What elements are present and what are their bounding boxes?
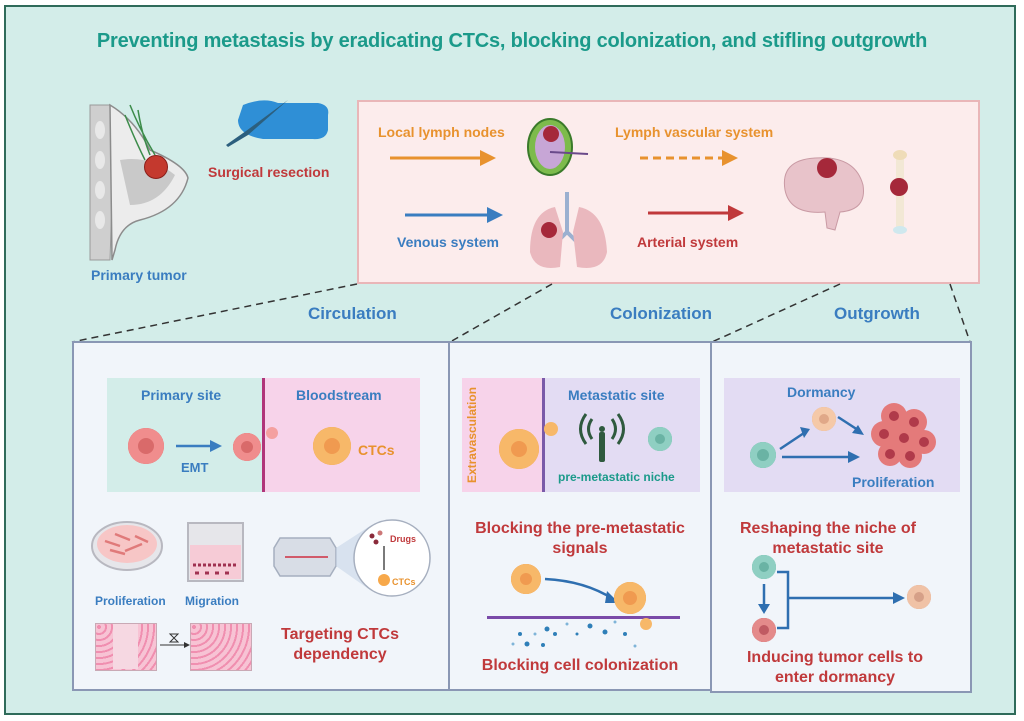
metastatic-site-region <box>542 378 700 492</box>
lungs-icon <box>530 192 607 268</box>
pre-metastatic-niche-label: pre-metastatic niche <box>558 470 675 484</box>
blocking-signals-strategy: Blocking the pre-metastatic signals <box>475 520 685 557</box>
dormancy-induction-arrows <box>758 570 905 630</box>
lymph-vascular-dashed-arrow <box>640 150 738 166</box>
venous-arrow <box>405 207 503 223</box>
metastasis-routes-box <box>357 100 980 284</box>
vessel-wall <box>262 378 265 492</box>
brain-icon <box>783 157 865 231</box>
signal-dots <box>511 620 637 648</box>
extravasculation-label: Extravasculation <box>465 386 479 484</box>
microfluidic-chip-icon <box>273 519 431 597</box>
colonization-heading: Colonization <box>610 304 712 323</box>
petri-dish-icon <box>91 521 163 571</box>
drugs-label: Drugs <box>390 534 417 544</box>
tumor-seed-cell-icon <box>752 618 776 642</box>
proliferation-label: Proliferation <box>852 474 935 490</box>
local-lymph-label: Local lymph nodes <box>378 124 505 140</box>
surgical-resection-label: Surgical resection <box>208 164 330 180</box>
cell-tail-icon <box>640 618 652 630</box>
tumor-cell-icon <box>128 428 164 464</box>
proliferation-assay-label: Proliferation <box>95 594 166 608</box>
vessel-wall-2 <box>542 378 545 492</box>
cell-protrusion-icon-2 <box>544 422 558 436</box>
lymph-node-icon <box>527 118 589 176</box>
primary-tumor-label: Primary tumor <box>91 267 187 283</box>
emt-cell-icon <box>233 433 261 461</box>
ctcs-label: CTCs <box>358 442 395 458</box>
time-arrow-icon <box>160 633 190 648</box>
venous-system-label: Venous system <box>397 234 499 250</box>
wound-gap <box>113 624 138 669</box>
emt-label: EMT <box>181 460 209 475</box>
ctcs-small-label: CTCs <box>392 577 416 587</box>
bone-icon <box>890 150 908 234</box>
primary-site-label: Primary site <box>141 387 222 403</box>
inducing-dormancy-strategy: Inducing tumor cells to enter dormancy <box>746 649 923 686</box>
dormancy-label: Dormancy <box>787 384 856 400</box>
lymph-vascular-label: Lymph vascular system <box>615 124 774 140</box>
reshaping-niche-strategy: Reshaping the niche of metastatic site <box>739 520 916 557</box>
arterial-system-label: Arterial system <box>637 234 739 250</box>
arterial-arrow <box>648 205 744 221</box>
blocking-colonization-strategy: Blocking cell colonization <box>481 657 679 674</box>
dormant-target-cell-icon <box>907 585 931 609</box>
seed-cell-icon <box>750 442 776 468</box>
bloodstream-label: Bloodstream <box>296 387 382 403</box>
circulating-cell-icon <box>511 564 541 594</box>
outgrowth-heading: Outgrowth <box>834 304 920 323</box>
tumor-cluster-icon <box>871 403 936 468</box>
niche-cell-icon <box>648 427 672 451</box>
targeting-ctcs-strategy: Targeting CTCs dependency <box>281 626 399 663</box>
dormant-cell-icon <box>812 407 836 431</box>
attaching-cell-icon <box>614 582 646 614</box>
transwell-icon <box>187 522 244 582</box>
ctc-cell-icon <box>313 427 351 465</box>
scalpel-hand-icon <box>226 100 329 147</box>
signal-antenna-icon <box>579 413 625 462</box>
endothelium-line <box>487 616 680 619</box>
cell-protrusion-icon <box>266 427 278 439</box>
tumor-icon <box>144 155 168 179</box>
extravasating-cell-icon <box>499 429 539 469</box>
niche-seed-cell-icon <box>752 555 776 579</box>
colonization-arrow <box>544 577 619 603</box>
migration-assay-label: Migration <box>185 594 239 608</box>
circulation-heading: Circulation <box>308 304 397 323</box>
metastatic-site-label: Metastatic site <box>568 387 665 403</box>
wound-after-icon <box>190 623 252 671</box>
emt-arrow <box>176 440 222 452</box>
lymph-arrow <box>390 150 496 166</box>
figure-title: Preventing metastasis by eradicating CTC… <box>96 30 928 52</box>
outgrowth-arrows <box>779 415 864 463</box>
